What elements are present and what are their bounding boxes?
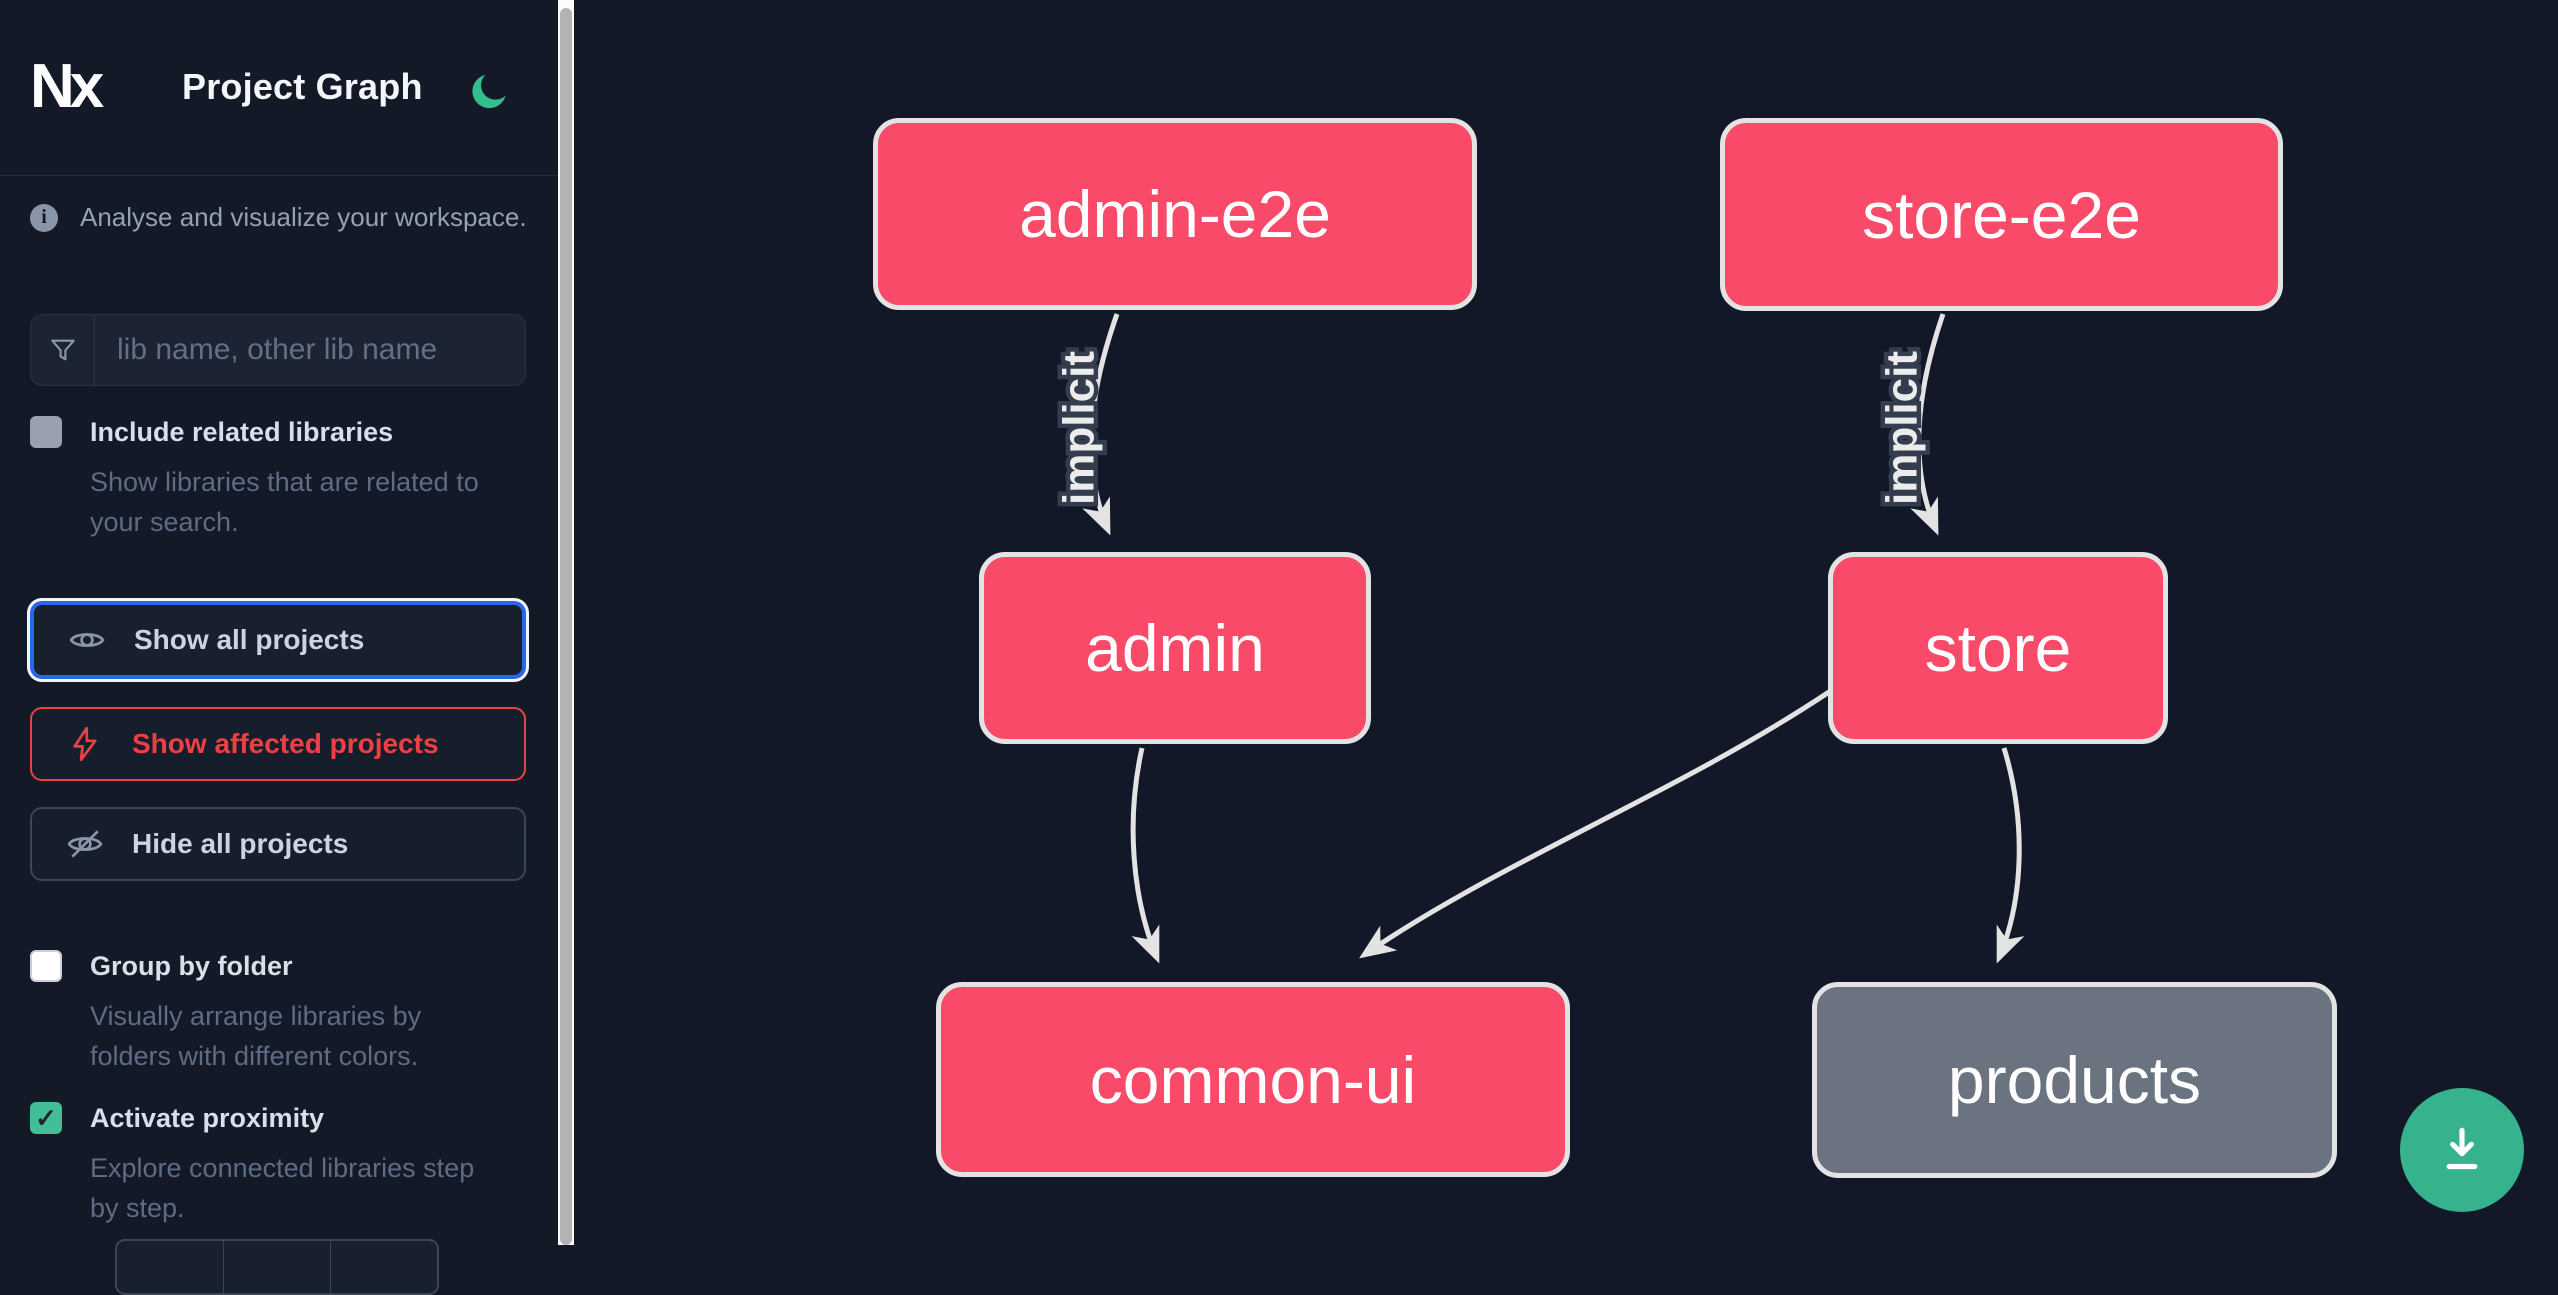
degree-increment-segment[interactable] [331,1241,437,1293]
sidebar-header: Nx Project Graph [0,0,558,176]
show-all-projects-button[interactable]: Show all projects [30,601,526,679]
edge-store-to-common-ui [1359,689,1831,959]
project-node-store[interactable]: store [1828,552,2168,744]
dark-mode-toggle[interactable] [466,68,514,116]
page-title: Project Graph [182,66,423,107]
include-related-label: Include related libraries [90,417,394,447]
project-node-admin[interactable]: admin [979,552,1371,744]
edge-label-implicit-store: implicit [1878,351,1927,505]
edge-admin-e2e-to-admin [1082,313,1120,536]
moon-icon [468,74,512,116]
download-icon [2434,1121,2490,1180]
sidebar-scrollbar[interactable] [558,0,574,1245]
activate-proximity-label: Activate proximity [90,1103,325,1133]
download-graph-button[interactable] [2400,1088,2524,1212]
search-input[interactable] [95,315,525,385]
dependency-edges-layer: implicit implicit [1050,313,2025,964]
workspace-tagline: Analyse and visualize your workspace. [80,202,527,232]
activate-proximity-row: ✓ Activate proximity Explore connected l… [30,1102,530,1242]
hide-all-projects-button[interactable]: Hide all projects [30,807,526,881]
include-related-checkbox[interactable] [30,416,62,448]
activate-proximity-checkbox[interactable]: ✓ [30,1102,62,1134]
filter-funnel-icon [31,315,95,385]
project-node-admin-e2e[interactable]: admin-e2e [873,118,1477,310]
show-affected-projects-button[interactable]: Show affected projects [30,707,526,781]
group-by-folder-checkbox[interactable] [30,950,62,982]
edge-label-implicit-admin: implicit [1055,351,1104,505]
project-node-store-e2e[interactable]: store-e2e [1720,118,2283,311]
project-node-products[interactable]: products [1812,982,2337,1178]
edge-store-e2e-to-store [1910,313,1946,536]
group-by-folder-desc: Visually arrange libraries by folders wi… [90,1001,422,1071]
group-by-folder-label: Group by folder [90,951,293,981]
eye-icon [68,621,106,659]
eye-off-icon [66,825,104,863]
sidebar: Nx Project Graph i Analyse and visualize… [0,0,558,1295]
degree-decrement-segment[interactable] [117,1241,224,1293]
project-filter-box [30,314,526,386]
lightning-bolt-icon [66,725,104,763]
nx-logo: Nx [30,51,104,121]
include-related-desc: Show libraries that are related to your … [90,467,479,537]
project-graph-canvas[interactable]: implicit implicit admin-e2e store-e2e ad… [574,0,2558,1245]
scrollbar-thumb[interactable] [560,8,572,1245]
workspace-tagline-row: i Analyse and visualize your workspace. [30,202,527,233]
include-related-row: Include related libraries Show libraries… [30,416,530,556]
proximity-degree-control[interactable] [115,1239,439,1295]
group-by-folder-row: Group by folder Visually arrange librari… [30,950,530,1090]
edge-store-to-products [1996,747,2025,964]
info-icon: i [30,203,58,232]
edge-admin-to-common-ui [1130,747,1160,964]
activate-proximity-desc: Explore connected libraries step by step… [90,1153,475,1223]
project-node-common-ui[interactable]: common-ui [936,982,1570,1177]
degree-value-segment [224,1241,331,1293]
